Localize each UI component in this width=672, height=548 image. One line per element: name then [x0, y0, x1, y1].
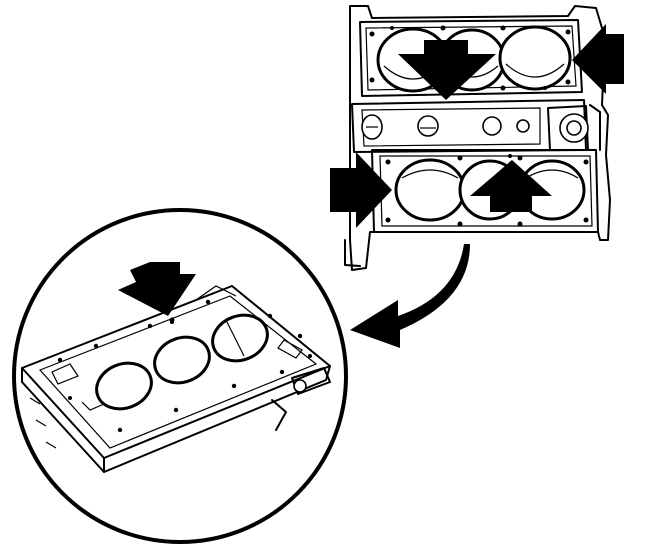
middle-band-inner [361, 107, 541, 147]
arrow-down-top [398, 40, 496, 100]
gasket-edge-front [103, 365, 331, 473]
lower-deck-bolt-holes [385, 154, 589, 227]
gasket-rear-detail [195, 285, 237, 301]
marker-point [169, 317, 175, 323]
pump-shaft [566, 120, 582, 136]
gasket-slot-left [51, 363, 79, 385]
middle-port-3 [482, 116, 502, 136]
callout-arrow [350, 244, 470, 348]
gasket-inner-border [38, 295, 318, 449]
detail-view [12, 208, 348, 544]
gasket-bore-3 [211, 313, 269, 363]
gasket-slot-right [277, 339, 303, 359]
middle-port-4 [516, 119, 530, 133]
gasket-slot-lower [81, 401, 105, 411]
arrow-detail-marker [118, 262, 196, 316]
upper-bore-3-shadow [505, 63, 565, 78]
lower-bore-1 [394, 158, 466, 222]
lower-bore-3-shadow [525, 169, 579, 179]
pump-edge [589, 104, 601, 151]
block-arrows [330, 24, 624, 228]
arrow-left-right-side [572, 24, 624, 94]
lower-bore-1-shadow [401, 169, 459, 179]
gasket-detail [21, 285, 331, 473]
bore-3-reflection [225, 319, 245, 357]
block-foot [344, 239, 361, 267]
middle-band [351, 99, 601, 153]
gasket-edge-left [21, 367, 105, 473]
gasket-bore-1 [95, 361, 153, 411]
gasket-bore-2 [153, 335, 211, 385]
gasket-support-leg [271, 399, 287, 431]
upper-deck-bolt-holes [369, 25, 571, 93]
engine-block [330, 5, 624, 271]
arrow-right-left-side [330, 152, 392, 228]
upper-bore-3 [498, 25, 572, 91]
upper-deck-face [359, 19, 583, 97]
gasket-bolt-holes [57, 299, 312, 433]
block-outline [349, 5, 611, 271]
middle-port-2 [417, 115, 439, 137]
arrow-up-bottom [470, 160, 552, 212]
curved-arrow [350, 244, 470, 348]
gasket-tab-hole [293, 379, 307, 393]
gasket-hatch-left [29, 397, 57, 449]
